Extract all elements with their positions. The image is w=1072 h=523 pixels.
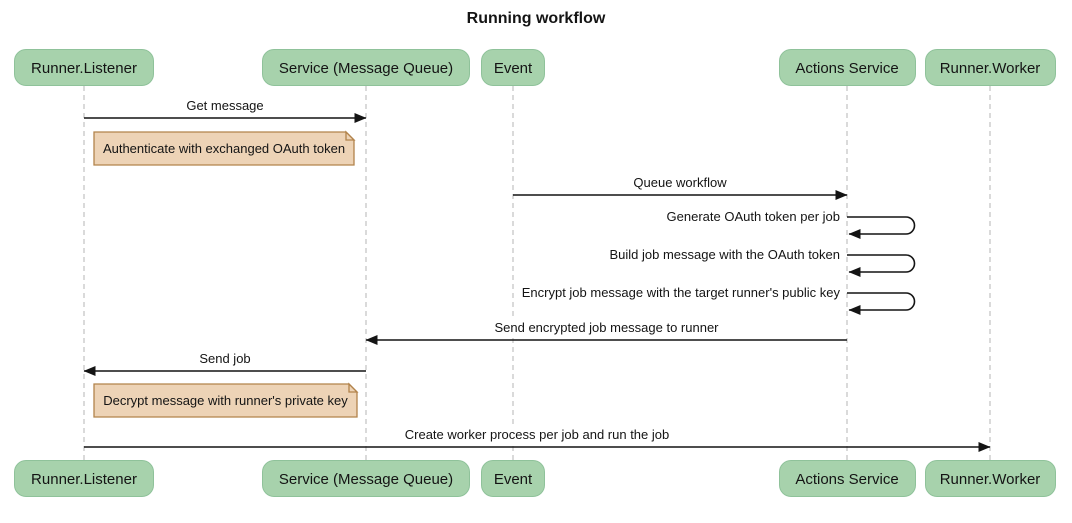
- self-message-label: Encrypt job message with the target runn…: [342, 285, 842, 301]
- note-shape: [93, 131, 355, 166]
- participant-top-runner-worker: Runner.Worker: [924, 49, 1056, 86]
- note-label: Authenticate with exchanged OAuth token: [102, 141, 346, 156]
- self-message-label: Build job message with the OAuth token: [342, 247, 842, 263]
- message-label-text: Send encrypted job message to runner: [491, 320, 722, 335]
- diagram-title: Running workflow: [466, 10, 606, 27]
- self-message-label-text: Build job message with the OAuth token: [607, 247, 842, 262]
- participant-top-service-message-queue: Service (Message Queue): [262, 49, 470, 86]
- message-label-text: Send job: [196, 351, 254, 366]
- note-label: Decrypt message with runner's private ke…: [103, 393, 348, 408]
- participant-top-runner-listener: Runner.Listener: [14, 49, 154, 86]
- note-fold-corner: [345, 130, 356, 141]
- participant-top-actions-service: Actions Service: [778, 49, 916, 86]
- participant-top-event: Event: [481, 49, 545, 86]
- message-label-text: Create worker process per job and run th…: [401, 427, 673, 442]
- self-message-loop: [847, 216, 916, 239]
- message-label-text: Queue workflow: [630, 175, 730, 190]
- message-label: Send job: [0, 351, 475, 367]
- message-label: Queue workflow: [430, 175, 930, 191]
- message-label: Send encrypted job message to runner: [357, 320, 857, 336]
- participant-bottom-runner-listener: Runner.Listener: [14, 460, 154, 497]
- self-message-loop: [847, 292, 916, 315]
- message-label: Create worker process per job and run th…: [287, 427, 787, 443]
- self-message-label: Generate OAuth token per job: [342, 209, 842, 225]
- message-label-text: Get message: [183, 98, 267, 113]
- participant-bottom-event: Event: [481, 460, 545, 497]
- participant-bottom-service-message-queue: Service (Message Queue): [262, 460, 470, 497]
- self-message-loop: [847, 254, 916, 277]
- note-fold-corner: [348, 382, 359, 393]
- participant-bottom-runner-worker: Runner.Worker: [924, 460, 1056, 497]
- self-message-label-text: Generate OAuth token per job: [664, 209, 842, 224]
- participant-bottom-actions-service: Actions Service: [778, 460, 916, 497]
- note-shape: [93, 383, 358, 418]
- message-label: Get message: [0, 98, 475, 114]
- self-message-label-text: Encrypt job message with the target runn…: [519, 285, 842, 300]
